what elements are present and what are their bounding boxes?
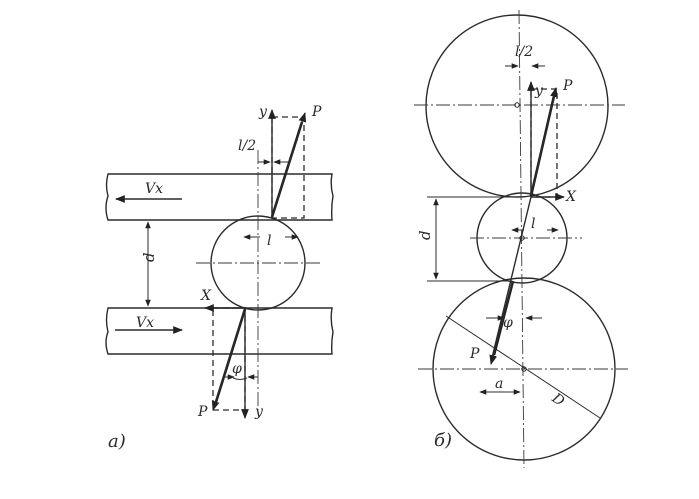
top-center-dot (514, 102, 520, 108)
label-l2-b: l/2 (515, 44, 533, 60)
bottom-plate (105, 307, 334, 355)
label-p-bottom-b: P (469, 346, 480, 362)
label-d-b: d (416, 230, 434, 240)
bottom-p-arrowhead (211, 308, 246, 411)
label-vx-bottom: Vx (136, 315, 154, 331)
middle-center-dot (519, 235, 525, 241)
label-vx-top: Vx (145, 181, 163, 197)
bottom-center-dot (521, 366, 527, 372)
label-d-a: d (140, 252, 158, 262)
label-p-top-a: P (311, 104, 322, 120)
label-D-b: D (548, 390, 567, 410)
top-plate (105, 173, 334, 221)
top-p-arrowhead-b (530, 87, 558, 197)
label-y-b: y (534, 83, 544, 99)
figure-a: Vx Vx y P l/2 l d X φ P y а) (105, 104, 334, 452)
bottom-p-arrowhead-b (489, 280, 514, 365)
label-l-a: l (267, 233, 271, 249)
label-l-b: l (531, 216, 535, 232)
label-p-top-b: P (562, 78, 573, 94)
label-a-b: a (495, 376, 503, 392)
label-phi-b: φ (503, 315, 513, 331)
label-y-top-a: y (258, 104, 268, 120)
top-roll-circle (425, 14, 609, 198)
label-x-b: X (565, 189, 577, 205)
contact-line-b (490, 196, 532, 363)
label-phi-a: φ (232, 361, 242, 377)
label-x-a: X (200, 288, 212, 304)
top-p-arrowhead (271, 112, 307, 218)
caption-a: а) (108, 431, 126, 452)
caption-b: б) (434, 430, 452, 451)
label-y-bottom-a: y (254, 404, 264, 420)
label-l2-a: l/2 (238, 138, 256, 154)
label-p-bottom-a: P (197, 404, 208, 420)
figure-b: l/2 y P X l d φ P a D б) (414, 9, 628, 469)
